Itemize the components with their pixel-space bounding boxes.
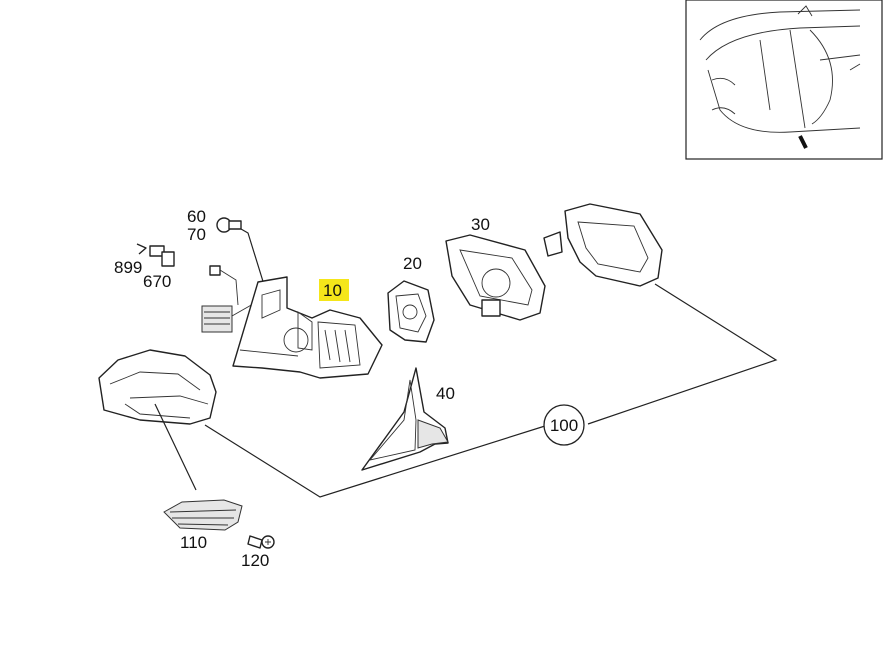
part-triangle-cover-40 [361, 367, 449, 471]
callout-60[interactable]: 60 [187, 207, 206, 226]
callout-899[interactable]: 899 [114, 258, 142, 277]
callout-30[interactable]: 30 [471, 215, 490, 234]
assembly-bracket-100 [204, 283, 778, 498]
vehicle-inset [685, 0, 883, 160]
callout-20[interactable]: 20 [403, 254, 422, 273]
callout-70[interactable]: 70 [187, 225, 206, 244]
part-mirror-housing [98, 349, 217, 425]
callout-100[interactable]: 100 [550, 416, 578, 435]
part-screw-120 [247, 535, 275, 549]
part-connector-899-670 [136, 243, 261, 333]
part-mirror-base-10 [232, 276, 383, 379]
part-mirror-adjuster-20 [387, 280, 435, 343]
part-mirror-frame [543, 203, 663, 287]
callout-110[interactable]: 110 [180, 533, 207, 552]
callout-100-circle [543, 404, 585, 446]
callout-labels: 10 20 30 40 60 70 899 670 110 120 100 [114, 207, 585, 570]
part-screw-60-70 [216, 217, 271, 305]
callout-670[interactable]: 670 [143, 272, 171, 291]
callout-10-highlight [319, 279, 349, 301]
callout-10[interactable]: 10 [323, 281, 342, 300]
callout-120[interactable]: 120 [241, 551, 269, 570]
part-turn-signal-110 [154, 403, 243, 531]
callout-40[interactable]: 40 [436, 384, 455, 403]
part-mirror-glass-carrier-30 [445, 234, 546, 321]
